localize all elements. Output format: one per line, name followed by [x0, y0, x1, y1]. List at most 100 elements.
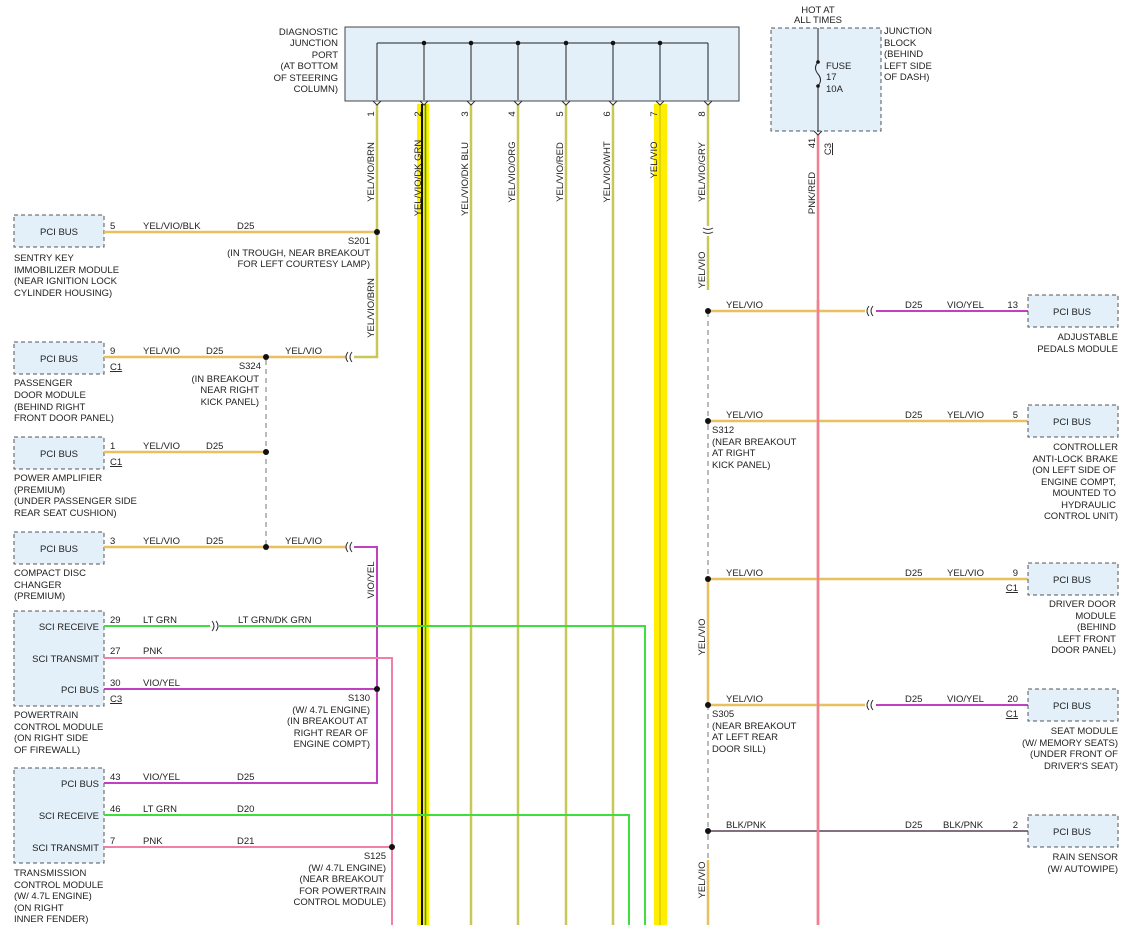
tcm-label-3: (W/ 4.7L ENGINE) [14, 891, 92, 902]
pcm-pin-27: 27 [110, 646, 121, 657]
s130-dot [374, 686, 380, 692]
pcm-pin-29: 29 [110, 615, 121, 626]
s324-label-3: KICK PANEL) [201, 397, 259, 408]
passenger-pin: 9 [110, 346, 115, 357]
amplifier-splice-dot [263, 449, 269, 455]
rain-label-2: (W/ AUTOWIPE) [1047, 864, 1118, 875]
pin-3-label: 3 [460, 111, 471, 116]
fuse-number: 17 [826, 72, 837, 83]
amplifier-port-label: PCI BUS [40, 449, 78, 460]
lt-grn-dk-grn-wire [219, 625, 646, 925]
pedals-label-2: PEDALS MODULE [1037, 344, 1118, 355]
diag-port-label-4: (AT BOTTOM [280, 61, 338, 72]
cd-label-3: (PREMIUM) [14, 591, 65, 602]
seat-pci-box [1027, 688, 1119, 722]
s125-label-1: (W/ 4.7L ENGINE) [308, 863, 386, 874]
tcm-port-sci-transmit: SCI TRANSMIT [32, 843, 99, 854]
wire-label-pin1: YEL/VIO/BRN [366, 142, 377, 202]
all-times-label: ALL TIMES [794, 15, 842, 26]
passenger-conn: C1 [110, 362, 122, 373]
tcm-label-2: CONTROL MODULE [14, 880, 103, 891]
abs-wire-right-label: YEL/VIO [947, 410, 984, 421]
seat-label-3: (UNDER FRONT OF [1030, 749, 1118, 760]
wire-label-pin6: YEL/VIO/WHT [602, 141, 613, 202]
junction-block-label-3: (BEHIND [884, 49, 923, 60]
amplifier-circuit: D25 [206, 441, 223, 452]
s130-label-4: ENGINE COMPT) [293, 739, 370, 750]
amplifier-label-4: REAR SEAT CUSHION) [14, 508, 117, 519]
pcm-pin-30: 30 [110, 678, 121, 689]
driver-label-5: DOOR PANEL) [1051, 645, 1116, 656]
abs-port-label: PCI BUS [1053, 417, 1091, 428]
wire-label-pin7: YEL/VIO [649, 142, 660, 179]
fuse-label: FUSE [826, 61, 851, 72]
s305-label-2: AT LEFT REAR [712, 732, 778, 743]
tcm-pci-bus-wire [104, 692, 378, 784]
tcm-label-1: TRANSMISSION [14, 868, 86, 879]
junction-block-label-1: JUNCTION [884, 26, 932, 37]
wire-label-pin4: YEL/VIO/ORG [507, 141, 518, 202]
abs-pci-box [1027, 404, 1119, 438]
s324-label-2: NEAR RIGHT [200, 385, 259, 396]
driver-circuit: D25 [905, 568, 922, 579]
pcm-wire-vio-yel: VIO/YEL [143, 678, 180, 689]
seat-conn: C1 [1006, 709, 1018, 720]
pcm-label-1: POWERTRAIN [14, 710, 78, 721]
driver-label-4: LEFT FRONT [1058, 634, 1117, 645]
junction-block-label-4: LEFT SIDE [884, 61, 932, 72]
fuse-rating: 10A [826, 84, 844, 95]
s312-dot [705, 418, 711, 424]
rain-port-label: PCI BUS [1053, 827, 1091, 838]
cd-vert-wire-label: VIO/YEL [366, 562, 377, 599]
anti-lock-brake-controller: PCI BUS YEL/VIO D25 YEL/VIO 5 S312 (NEAR… [705, 404, 1119, 522]
tcm-box [13, 767, 105, 864]
amplifier-conn: C1 [110, 457, 122, 468]
cd-splice-dot [263, 544, 269, 550]
pedals-port-label: PCI BUS [1053, 307, 1091, 318]
pcm-wire-lt-grn: LT GRN [143, 615, 177, 626]
seat-label-2: (W/ MEMORY SEATS) [1022, 738, 1118, 749]
diagnostic-junction-port: DIAGNOSTIC JUNCTION PORT (AT BOTTOM OF S… [274, 26, 740, 102]
driver-pin: 9 [1013, 568, 1018, 579]
wire-label-pin2: YEL/VIO/DK GRN [413, 140, 424, 217]
wire-label-pin3: YEL/VIO/DK BLU [460, 142, 471, 216]
pin-7-label: 7 [649, 111, 660, 116]
sentry-pin: 5 [110, 221, 115, 232]
pedals-wire-right-label: VIO/YEL [947, 300, 984, 311]
diag-port-label-2: JUNCTION [290, 38, 338, 49]
junction-pin-41: 41 [807, 138, 818, 149]
amplifier-label-2: (PREMIUM) [14, 485, 65, 496]
pin-4-label: 4 [507, 111, 518, 116]
pin-6-label: 6 [602, 111, 613, 116]
driver-pci-box [1027, 562, 1119, 596]
seat-wire-left-label: YEL/VIO [726, 694, 763, 705]
hot-at-label: HOT AT [801, 5, 835, 16]
pin-8-label: 8 [697, 111, 708, 116]
power-amplifier: PCI BUS 1 C1 YEL/VIO D25 POWER AMPLIFIER… [13, 436, 269, 519]
cd-label-1: COMPACT DISC [14, 568, 86, 579]
passenger-wire-label: YEL/VIO [143, 346, 180, 357]
s130-label-3: RIGHT REAR OF [294, 728, 368, 739]
s312-label-2: AT RIGHT [712, 448, 756, 459]
rain-pci-box [1027, 814, 1119, 848]
s125-label-3: FOR POWERTRAIN [299, 886, 386, 897]
vio-yel-vertical-wire [354, 546, 378, 689]
pcm-label-2: CONTROL MODULE [14, 722, 103, 733]
pcm-receive-connector [211, 620, 219, 632]
driver-label-1: DRIVER DOOR [1049, 599, 1116, 610]
driver-splice-dot [705, 576, 711, 582]
s305-label-1: (NEAR BREAKOUT [712, 721, 797, 732]
pcm-conn: C3 [110, 694, 122, 705]
passenger-circuit: D25 [206, 346, 223, 357]
seat-label-4: DRIVER'S SEAT) [1044, 761, 1118, 772]
driver-label-2: MODULE [1075, 611, 1116, 622]
rain-label-1: RAIN SENSOR [1053, 852, 1119, 863]
tcm-sci-receive-wire [104, 814, 630, 925]
sentry-label-3: (NEAR IGNITION LOCK [14, 276, 118, 287]
powertrain-control-module: SCI RECEIVE SCI TRANSMIT PCI BUS 29 27 3… [13, 610, 646, 925]
tcm-circuit-d25: D25 [237, 772, 254, 783]
tcm-wire-lt-grn: LT GRN [143, 804, 177, 815]
abs-wire-left-label: YEL/VIO [726, 410, 763, 421]
amplifier-pin: 1 [110, 441, 115, 452]
right-bus-label-1: YEL/VIO [697, 252, 708, 289]
